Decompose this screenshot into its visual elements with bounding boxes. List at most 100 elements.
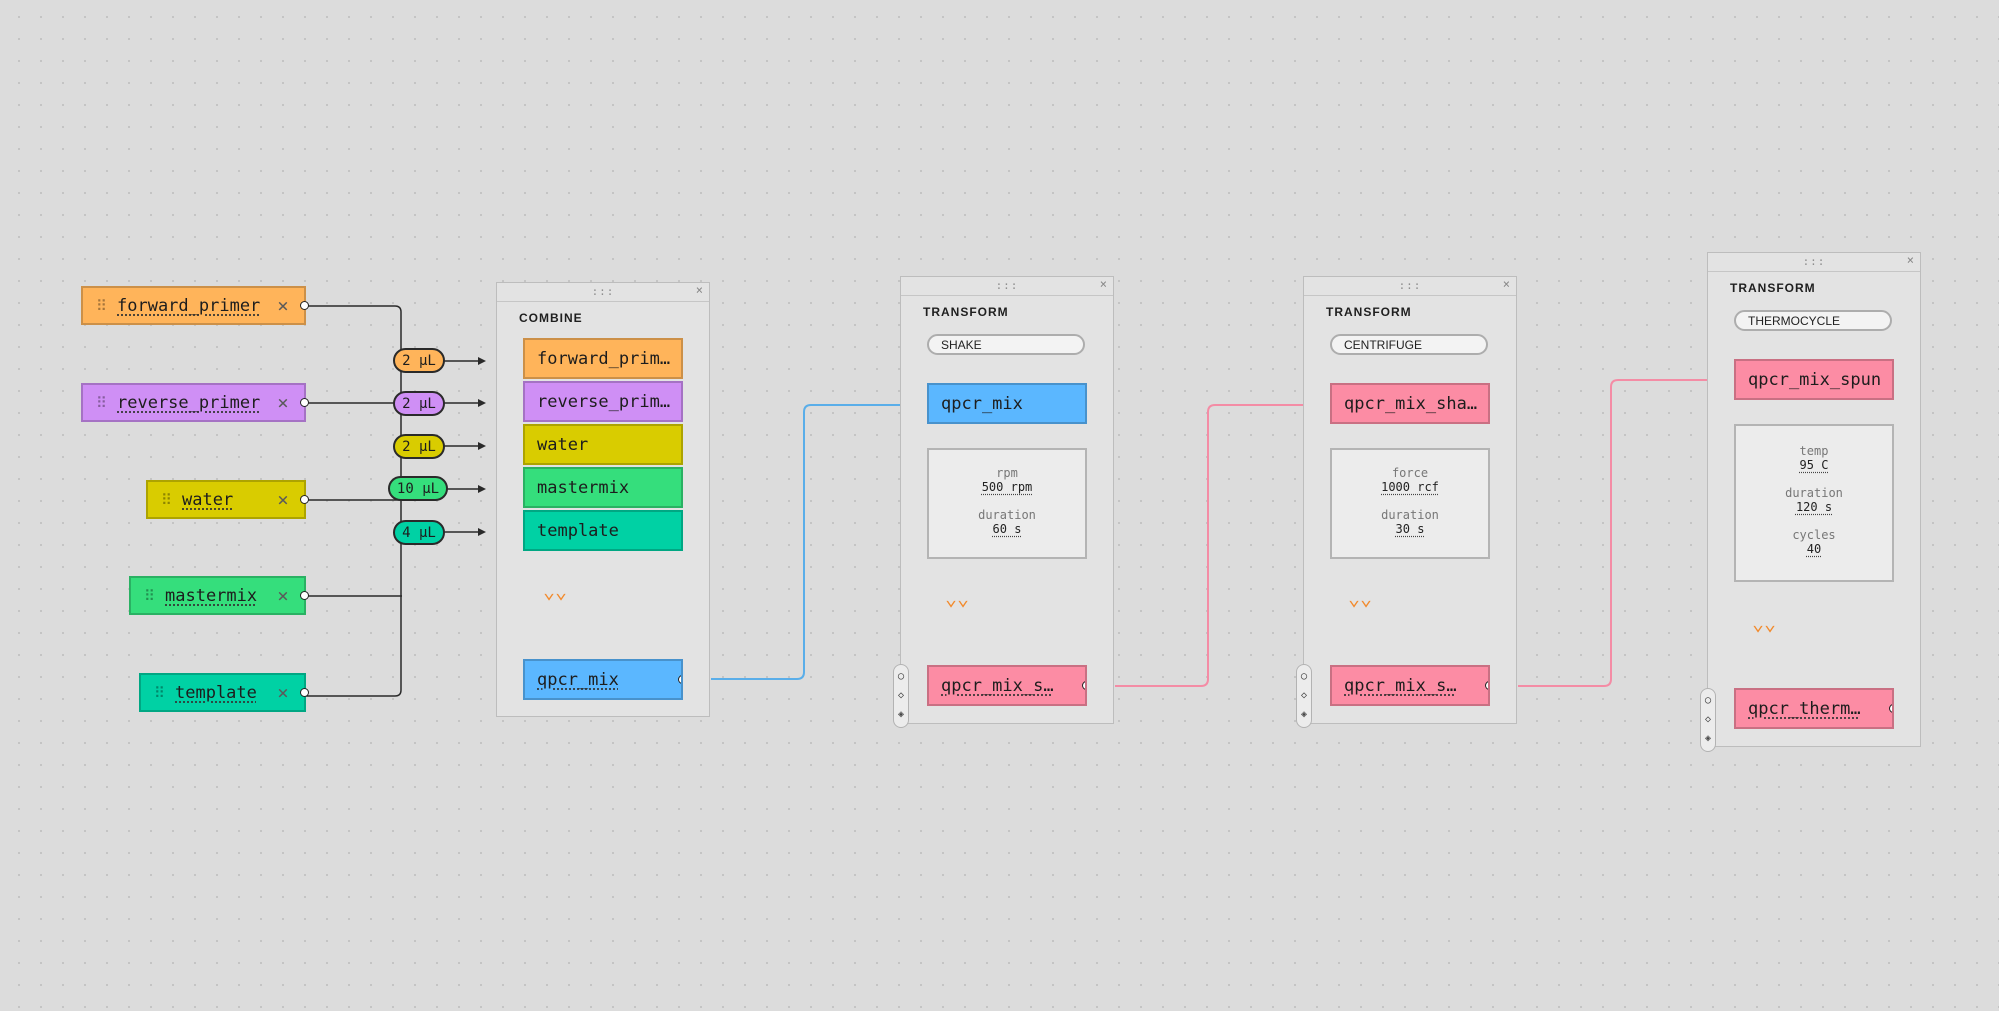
close-icon[interactable]: × [277,294,289,317]
ingredient-mastermix[interactable]: ⠿ mastermix × [129,576,309,615]
transform-input-slot[interactable]: qpcr_mix_spun [1734,359,1894,400]
param-label: cycles [1792,528,1836,542]
output-port-icon[interactable] [1082,680,1085,690]
drag-handle-icon[interactable]: ::: [995,279,1019,292]
combine-output-slot[interactable]: qpcr_mix [523,659,683,700]
card-type-label: TRANSFORM [1730,281,1816,295]
node-side-toolbar[interactable]: ◯ ◇ ◈ [893,664,909,728]
combine-input-slot[interactable]: reverse_prim… [523,381,683,422]
card-drag-bar[interactable]: ::: × [1304,277,1516,296]
close-icon[interactable]: × [1099,277,1107,291]
transform-input-slot[interactable]: qpcr_mix [927,383,1087,424]
ingredient-water[interactable]: ⠿ water × [146,480,309,519]
drag-grip-icon[interactable]: ⠿ [96,393,107,412]
diamond-dot-icon[interactable]: ◈ [1704,733,1712,745]
diamond-dot-icon[interactable]: ◈ [897,709,905,721]
param-value[interactable]: 60 s [992,521,1022,536]
combine-input-slot[interactable]: template [523,510,683,551]
transform-mode-select[interactable]: SHAKE [927,334,1085,355]
transform-params: force 1000 rcf duration 30 s [1330,448,1490,559]
output-name[interactable]: qpcr_mix [537,669,619,690]
output-name[interactable]: qpcr_mix_s… [941,675,1054,696]
param-value[interactable]: 40 [1806,542,1822,556]
transform-params: rpm 500 rpm duration 60 s [927,448,1087,559]
param-value[interactable]: 30 s [1395,521,1425,536]
node-side-toolbar[interactable]: ◯ ◇ ◈ [1296,664,1312,728]
drag-grip-icon[interactable]: ⠿ [161,490,172,509]
ingredient-name[interactable]: water [182,489,234,510]
transform-output-slot[interactable]: qpcr_mix_s… [1330,665,1490,706]
close-icon[interactable]: × [695,283,703,297]
transform-card-centrifuge[interactable]: ::: × TRANSFORM CENTRIFUGE qpcr_mix_sha…… [1296,276,1517,728]
param-value[interactable]: 120 s [1795,500,1833,514]
diamond-icon[interactable]: ◇ [1704,713,1712,725]
diamond-dot-icon[interactable]: ◈ [1300,709,1308,721]
output-port-icon[interactable] [1889,703,1892,713]
param-label: rpm [996,465,1018,480]
param-value[interactable]: 500 rpm [981,479,1033,494]
wire-qpcr-mix [711,404,903,680]
circle-port-icon[interactable]: ◯ [897,670,905,682]
transform-output-slot[interactable]: qpcr_therm… [1734,688,1894,729]
output-port-icon[interactable] [300,397,309,407]
ingredient-forward-primer[interactable]: ⠿ forward_primer × [81,286,309,325]
drag-grip-icon[interactable]: ⠿ [154,683,165,702]
ingredient-template[interactable]: ⠿ template × [139,673,309,712]
card-drag-bar[interactable]: ::: × [497,283,709,302]
combine-input-slot[interactable]: forward_prim… [523,338,683,379]
ingredient-name[interactable]: forward_primer [117,295,261,316]
drag-handle-icon[interactable]: ::: [1802,255,1826,268]
close-icon[interactable]: × [277,584,289,607]
card-drag-bar[interactable]: ::: × [901,277,1113,296]
card-type-label: TRANSFORM [1326,305,1412,319]
circle-port-icon[interactable]: ◯ [1704,694,1712,706]
output-port-icon[interactable] [300,687,309,697]
combine-card[interactable]: ::: × COMBINE forward_prim… reverse_prim… [496,282,710,717]
param-label: duration [1785,486,1843,500]
ingredient-name[interactable]: mastermix [165,585,258,606]
node-side-toolbar[interactable]: ◯ ◇ ◈ [1700,688,1716,752]
param-label: force [1391,465,1429,480]
output-port-icon[interactable] [1485,680,1488,690]
card-type-label: TRANSFORM [923,305,1009,319]
transform-mode-select[interactable]: THERMOCYCLE [1734,310,1892,331]
card-drag-bar[interactable]: ::: × [1708,253,1920,272]
transform-params: temp 95 C duration 120 s cycles 40 [1734,424,1894,582]
param-value[interactable]: 1000 rcf [1381,479,1439,494]
volume-pill-reverse-primer[interactable]: 2 µL [393,391,445,416]
volume-pill-template[interactable]: 4 µL [393,520,445,545]
output-port-icon[interactable] [300,494,309,504]
transform-card-thermocycle[interactable]: ::: × TRANSFORM THERMOCYCLE qpcr_mix_spu… [1700,252,1921,752]
ingredient-reverse-primer[interactable]: ⠿ reverse_primer × [81,383,309,422]
volume-pill-forward-primer[interactable]: 2 µL [393,348,445,373]
ingredient-name[interactable]: reverse_primer [117,392,261,413]
diamond-icon[interactable]: ◇ [897,689,905,701]
diamond-icon[interactable]: ◇ [1300,689,1308,701]
volume-pill-mastermix[interactable]: 10 µL [388,476,448,501]
combine-input-slot[interactable]: water [523,424,683,465]
output-port-icon[interactable] [300,590,309,600]
ingredient-name[interactable]: template [175,682,257,703]
drag-handle-icon[interactable]: ::: [1398,279,1422,292]
close-icon[interactable]: × [277,391,289,414]
output-port-icon[interactable] [300,300,309,310]
output-name[interactable]: qpcr_mix_s… [1344,675,1457,696]
transform-output-slot[interactable]: qpcr_mix_s… [927,665,1087,706]
transform-mode-select[interactable]: CENTRIFUGE [1330,334,1488,355]
close-icon[interactable]: × [1906,253,1914,267]
drag-grip-icon[interactable]: ⠿ [96,296,107,315]
transform-input-slot[interactable]: qpcr_mix_sha… [1330,383,1490,424]
close-icon[interactable]: × [1502,277,1510,291]
combine-input-slot[interactable]: mastermix [523,467,683,508]
output-name[interactable]: qpcr_therm… [1748,698,1861,719]
param-value[interactable]: 95 C [1799,458,1829,472]
close-icon[interactable]: × [277,488,289,511]
drag-grip-icon[interactable]: ⠿ [144,586,155,605]
output-port-icon[interactable] [678,674,681,684]
volume-pill-water[interactable]: 2 µL [393,434,445,459]
drag-handle-icon[interactable]: ::: [591,285,615,298]
transform-card-shake[interactable]: ::: × TRANSFORM SHAKE qpcr_mix rpm 500 r… [893,276,1114,728]
close-icon[interactable]: × [277,681,289,704]
param-label: temp [1799,444,1829,458]
circle-port-icon[interactable]: ◯ [1300,670,1308,682]
